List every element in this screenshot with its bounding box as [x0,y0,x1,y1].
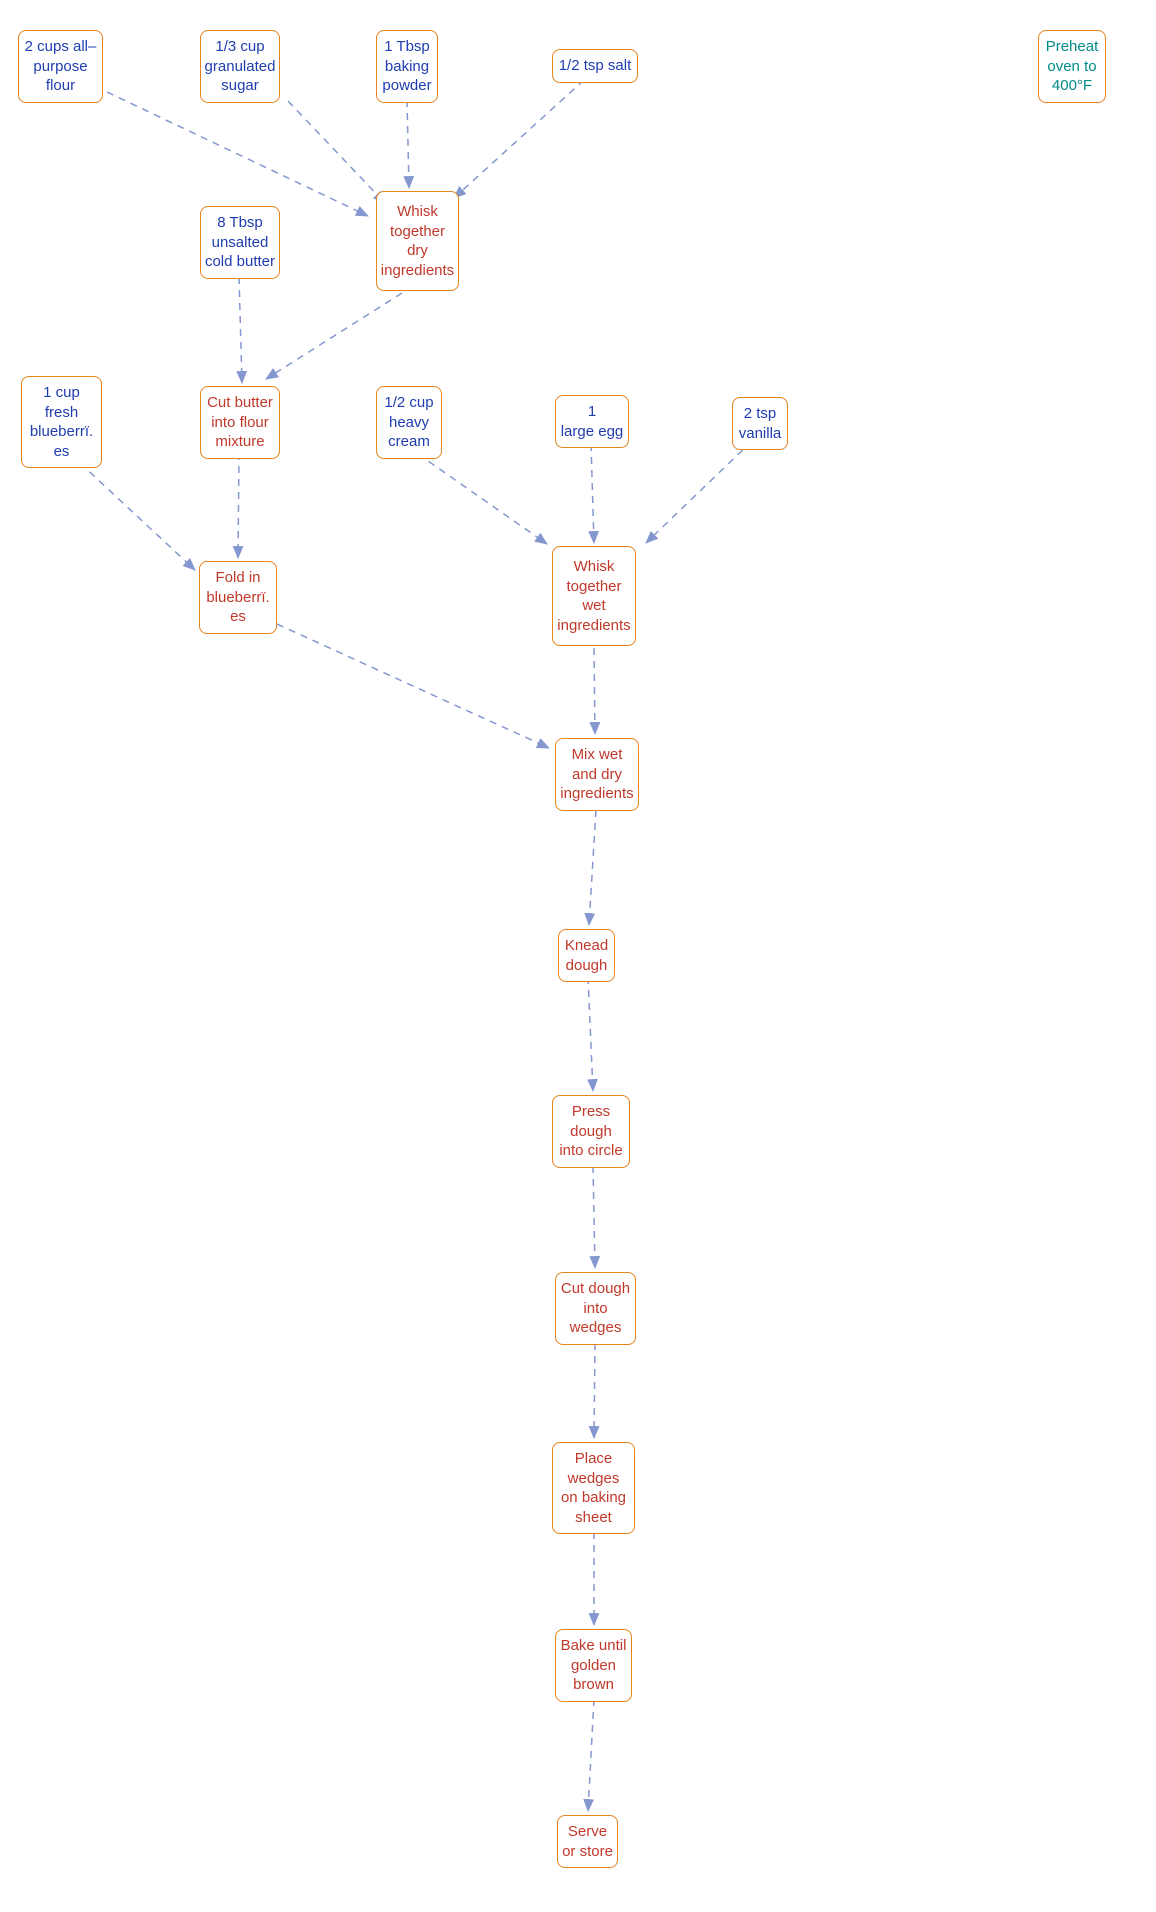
edge-salt-to-whisk-dry [453,79,585,199]
node-fold-in: Fold in blueberrï. es [199,561,277,634]
node-salt: 1/2 tsp salt [552,49,638,83]
edge-egg-to-whisk-wet [588,443,600,545]
node-whisk-dry: Whisk together dry ingredients [376,191,459,291]
edge-flour-to-whisk-dry [106,91,369,217]
node-whisk-wet: Whisk together wet ingredients [552,546,636,646]
node-cut-wedges: Cut dough into wedges [555,1272,636,1345]
node-blueberries: 1 cup fresh blueberrï. es [21,376,102,468]
edge-sugar-to-whisk-dry [287,100,386,204]
edge-whisk-dry-to-cut-butter [265,292,403,380]
node-place-wedges: Place wedges on baking sheet [552,1442,635,1534]
node-sugar: 1/3 cup granulated sugar [200,30,280,103]
edge-blueberries-to-fold-in [79,462,196,571]
node-butter: 8 Tbsp unsalted cold butter [200,206,280,279]
edge-baking-powder-to-whisk-dry [403,99,415,190]
edge-cut-butter-to-fold-in [232,452,244,560]
edge-butter-to-cut-butter [236,276,248,385]
node-baking-powder: 1 Tbsp baking powder [376,30,438,103]
edge-knead-to-press [587,976,598,1093]
node-mix: Mix wet and dry ingredients [555,738,639,811]
node-flour: 2 cups all– purpose flour [18,30,103,103]
node-serve: Serve or store [557,1815,618,1868]
node-bake: Bake until golden brown [555,1629,632,1702]
edge-cut-wedges-to-place-wedges [588,1342,600,1440]
edge-bake-to-serve [583,1698,595,1813]
node-cut-butter: Cut butter into flour mixture [200,386,280,459]
edge-fold-in-to-mix [276,623,550,749]
node-press: Press dough into circle [552,1095,630,1168]
node-preheat: Preheat oven to 400°F [1038,30,1106,103]
edge-press-to-cut-wedges [589,1165,601,1270]
node-knead: Knead dough [558,929,615,982]
node-egg: 1 large egg [555,395,629,448]
edge-vanilla-to-whisk-wet [645,440,753,544]
edge-cream-to-whisk-wet [417,453,548,545]
edge-whisk-wet-to-mix [589,647,601,736]
edge-mix-to-knead [584,809,597,927]
node-vanilla: 2 tsp vanilla [732,397,788,450]
node-cream: 1/2 cup heavy cream [376,386,442,459]
